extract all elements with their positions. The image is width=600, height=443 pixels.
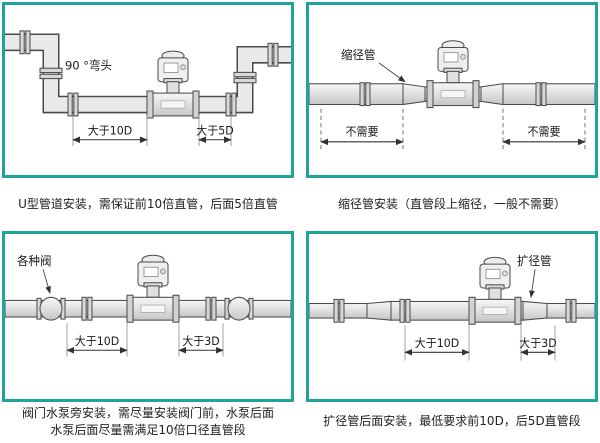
caption-line: 阀门水泵旁安装，需尽量安装阀门前，水泵后面 — [21, 405, 274, 420]
caption-u-type: U型管道安装，需保证前10倍直管，后面5倍直管 — [2, 178, 294, 231]
reducer-cone-right — [480, 83, 504, 106]
caption-line: 缩径管安装（直管段上缩径，一般不需要） — [337, 197, 566, 211]
diagram-valve-pump: 各种阀 大于10D 大于3D — [5, 254, 291, 357]
caption-line: 扩径管后面安装，最低要求前10D，后5D直管段 — [323, 414, 581, 428]
elbow-label: 90 °弯头 — [65, 58, 112, 72]
leader-line — [42, 269, 51, 294]
leader-line — [529, 269, 536, 299]
diagram-box-u-type: 90 °弯头 大于10D 大于5D — [2, 2, 294, 178]
caption-reducer: 缩径管安装（直管段上缩径，一般不需要） — [306, 178, 598, 231]
expander-label: 扩径管 — [517, 254, 551, 268]
dim-label-after: 不需要 — [528, 125, 561, 138]
valve — [36, 296, 66, 321]
flowmeter — [468, 256, 522, 325]
dim-label-after: 大于3D — [519, 336, 556, 350]
diagram-box-expander: 扩径管 大于10D 大于3D — [306, 231, 598, 402]
dimension-before: 大于10D — [66, 323, 128, 357]
dim-label-after: 大于3D — [182, 334, 219, 348]
panel-reducer: 缩径管 不需要 不需要 缩径管安装（直管段上缩径，一般不需要） — [306, 2, 598, 231]
caption-valve-pump: 阀门水泵旁安装，需尽量安装阀门前，水泵后面 水泵后面尽量需满足10倍口径直管段 — [2, 402, 294, 441]
diagram-box-reducer: 缩径管 不需要 不需要 — [306, 2, 598, 178]
dim-label-before: 大于10D — [75, 334, 119, 348]
panel-expander: 扩径管 大于10D 大于3D 扩径管后面安装，最低要求前10D，后5D直管段 — [306, 231, 598, 441]
caption-line: 水泵后面尽量需满足10倍口径直管段 — [50, 422, 246, 437]
dimension-before: 不需要 — [320, 108, 404, 151]
flowmeter — [146, 50, 200, 119]
dimension-after: 大于3D — [178, 323, 224, 357]
valve — [224, 296, 254, 321]
dim-label-before: 不需要 — [346, 125, 379, 138]
reducer-label: 缩径管 — [341, 48, 375, 62]
caption-expander: 扩径管后面安装，最低要求前10D，后5D直管段 — [306, 402, 598, 441]
caption-line: U型管道安装，需保证前10倍直管，后面5倍直管 — [18, 197, 278, 211]
dimension-before: 大于10D — [404, 325, 470, 361]
flowmeter — [126, 254, 180, 323]
expander-cone-left — [366, 300, 392, 321]
dim-label-before: 大于10D — [415, 336, 459, 350]
dim-label-after: 大于5D — [196, 123, 233, 137]
pipe-run — [309, 300, 595, 321]
diagram-box-valve-pump: 各种阀 大于10D 大于3D — [2, 231, 294, 402]
diagram-reducer: 缩径管 不需要 不需要 — [309, 40, 595, 151]
dimension-after: 不需要 — [502, 108, 586, 151]
panel-u-type: 90 °弯头 大于10D 大于5D U型管道安装，需保证前10倍直管，后面5倍直… — [2, 2, 294, 231]
valves-label: 各种阀 — [17, 254, 51, 268]
dimension-before: 大于10D — [72, 114, 148, 146]
flowmeter — [426, 40, 480, 109]
reducer-cone-left — [402, 83, 426, 106]
expander-cone-right — [522, 300, 548, 321]
diagram-expander: 扩径管 大于10D 大于3D — [309, 254, 595, 361]
leader-line — [378, 62, 406, 83]
panel-valve-pump: 各种阀 大于10D 大于3D 阀门水泵旁安装，需尽量安装阀门前，水泵后面 水泵后 — [2, 231, 294, 441]
dimension-after: 大于3D — [519, 325, 557, 361]
dimension-after: 大于5D — [196, 114, 234, 146]
dim-label-before: 大于10D — [88, 123, 132, 137]
diagram-u-type: 90 °弯头 大于10D 大于5D — [5, 30, 291, 146]
